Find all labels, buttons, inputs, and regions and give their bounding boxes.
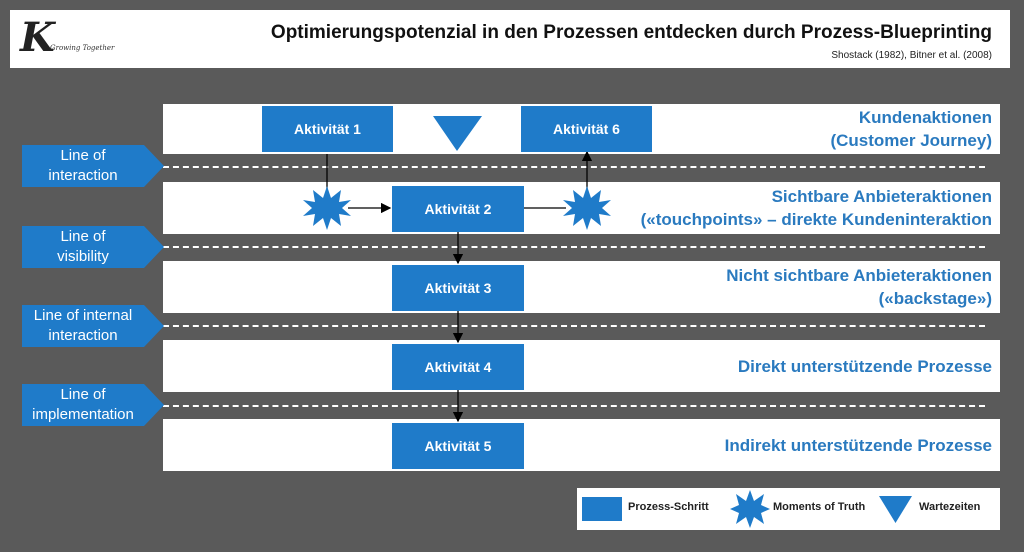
lane-invisible-provider-actions: Nicht sichtbare Anbieteraktionen («backs… — [163, 261, 1000, 313]
lane-indirect-support: Indirekt unterstützende Prozesse — [163, 419, 1000, 471]
lane-direct-support: Direkt unterstützende Prozesse — [163, 340, 1000, 392]
activity-5-box: Aktivität 5 — [392, 423, 524, 469]
legend-waiting-triangle-icon — [879, 496, 912, 523]
moment-of-truth-star — [303, 186, 351, 230]
logo: K Growing Together — [16, 14, 136, 66]
lane-label: Indirekt unterstützende Prozesse — [725, 434, 992, 457]
tag-line: Line of — [60, 386, 106, 403]
activity-3-box: Aktivität 3 — [392, 265, 524, 311]
waiting-time-triangle — [433, 116, 482, 151]
line-of-implementation-dash — [163, 405, 985, 407]
logo-letter: K — [20, 14, 55, 61]
legend-waiting-label: Wartezeiten — [919, 501, 981, 513]
page-subtitle: Shostack (1982), Bitner et al. (2008) — [831, 50, 992, 61]
legend-moments-label: Moments of Truth — [773, 501, 866, 513]
lane-label-line: Indirekt unterstützende Prozesse — [724, 436, 992, 455]
legend: Prozess-Schritt Moments of Truth Warteze… — [577, 488, 1000, 530]
line-of-interaction-dash — [163, 166, 985, 168]
lane-label: Sichtbare Anbieteraktionen («touchpoints… — [641, 185, 992, 231]
logo-tagline: Growing Together — [50, 44, 115, 52]
tag-line: Line of internal — [33, 307, 133, 324]
lane-label: Direkt unterstützende Prozesse — [738, 355, 992, 378]
line-of-visibility-dash — [163, 246, 985, 248]
tag-line: Line of — [60, 228, 106, 245]
tag-line-of-internal-interaction: Line of internal interaction — [22, 305, 164, 347]
legend-process-step-label: Prozess-Schritt — [628, 501, 709, 513]
lane-label-line: (Customer Journey) — [830, 131, 992, 150]
moment-of-truth-star — [563, 186, 611, 230]
tag-line-of-implementation: Line of implementation — [22, 384, 164, 426]
lane-label-line: Direkt unterstützende Prozesse — [737, 357, 992, 376]
activity-4-box: Aktivität 4 — [392, 344, 524, 390]
tag-line: visibility — [57, 248, 109, 265]
header-banner: K Growing Together Optimierungspotenzial… — [10, 10, 1010, 68]
tag-line-of-visibility: Line of visibility — [22, 226, 164, 268]
lane-label-line: Kundenaktionen — [858, 108, 992, 127]
lane-label: Nicht sichtbare Anbieteraktionen («backs… — [726, 264, 992, 310]
tag-line-of-interaction: Line of interaction — [22, 145, 164, 187]
lane-label-line: Nicht sichtbare Anbieteraktionen — [726, 266, 992, 285]
activity-6-box: Aktivität 6 — [521, 106, 652, 152]
activity-1-box: Aktivität 1 — [262, 106, 393, 152]
legend-moments-star-icon — [730, 490, 770, 528]
page-title: Optimierungspotenzial in den Prozessen e… — [270, 22, 992, 43]
lane-label: Kundenaktionen (Customer Journey) — [830, 106, 992, 152]
lane-label-line: Sichtbare Anbieteraktionen — [771, 187, 992, 206]
tag-line: interaction — [48, 167, 118, 184]
line-of-internal-interaction-dash — [163, 325, 985, 327]
lane-label-line: («touchpoints» – direkte Kundeninterakti… — [640, 210, 992, 229]
legend-process-step-swatch — [582, 497, 622, 521]
activity-2-box: Aktivität 2 — [392, 186, 524, 232]
tag-line: implementation — [32, 406, 134, 423]
lane-label-line: («backstage») — [878, 289, 992, 308]
tag-line: Line of — [60, 147, 106, 164]
tag-line: interaction — [48, 327, 118, 344]
